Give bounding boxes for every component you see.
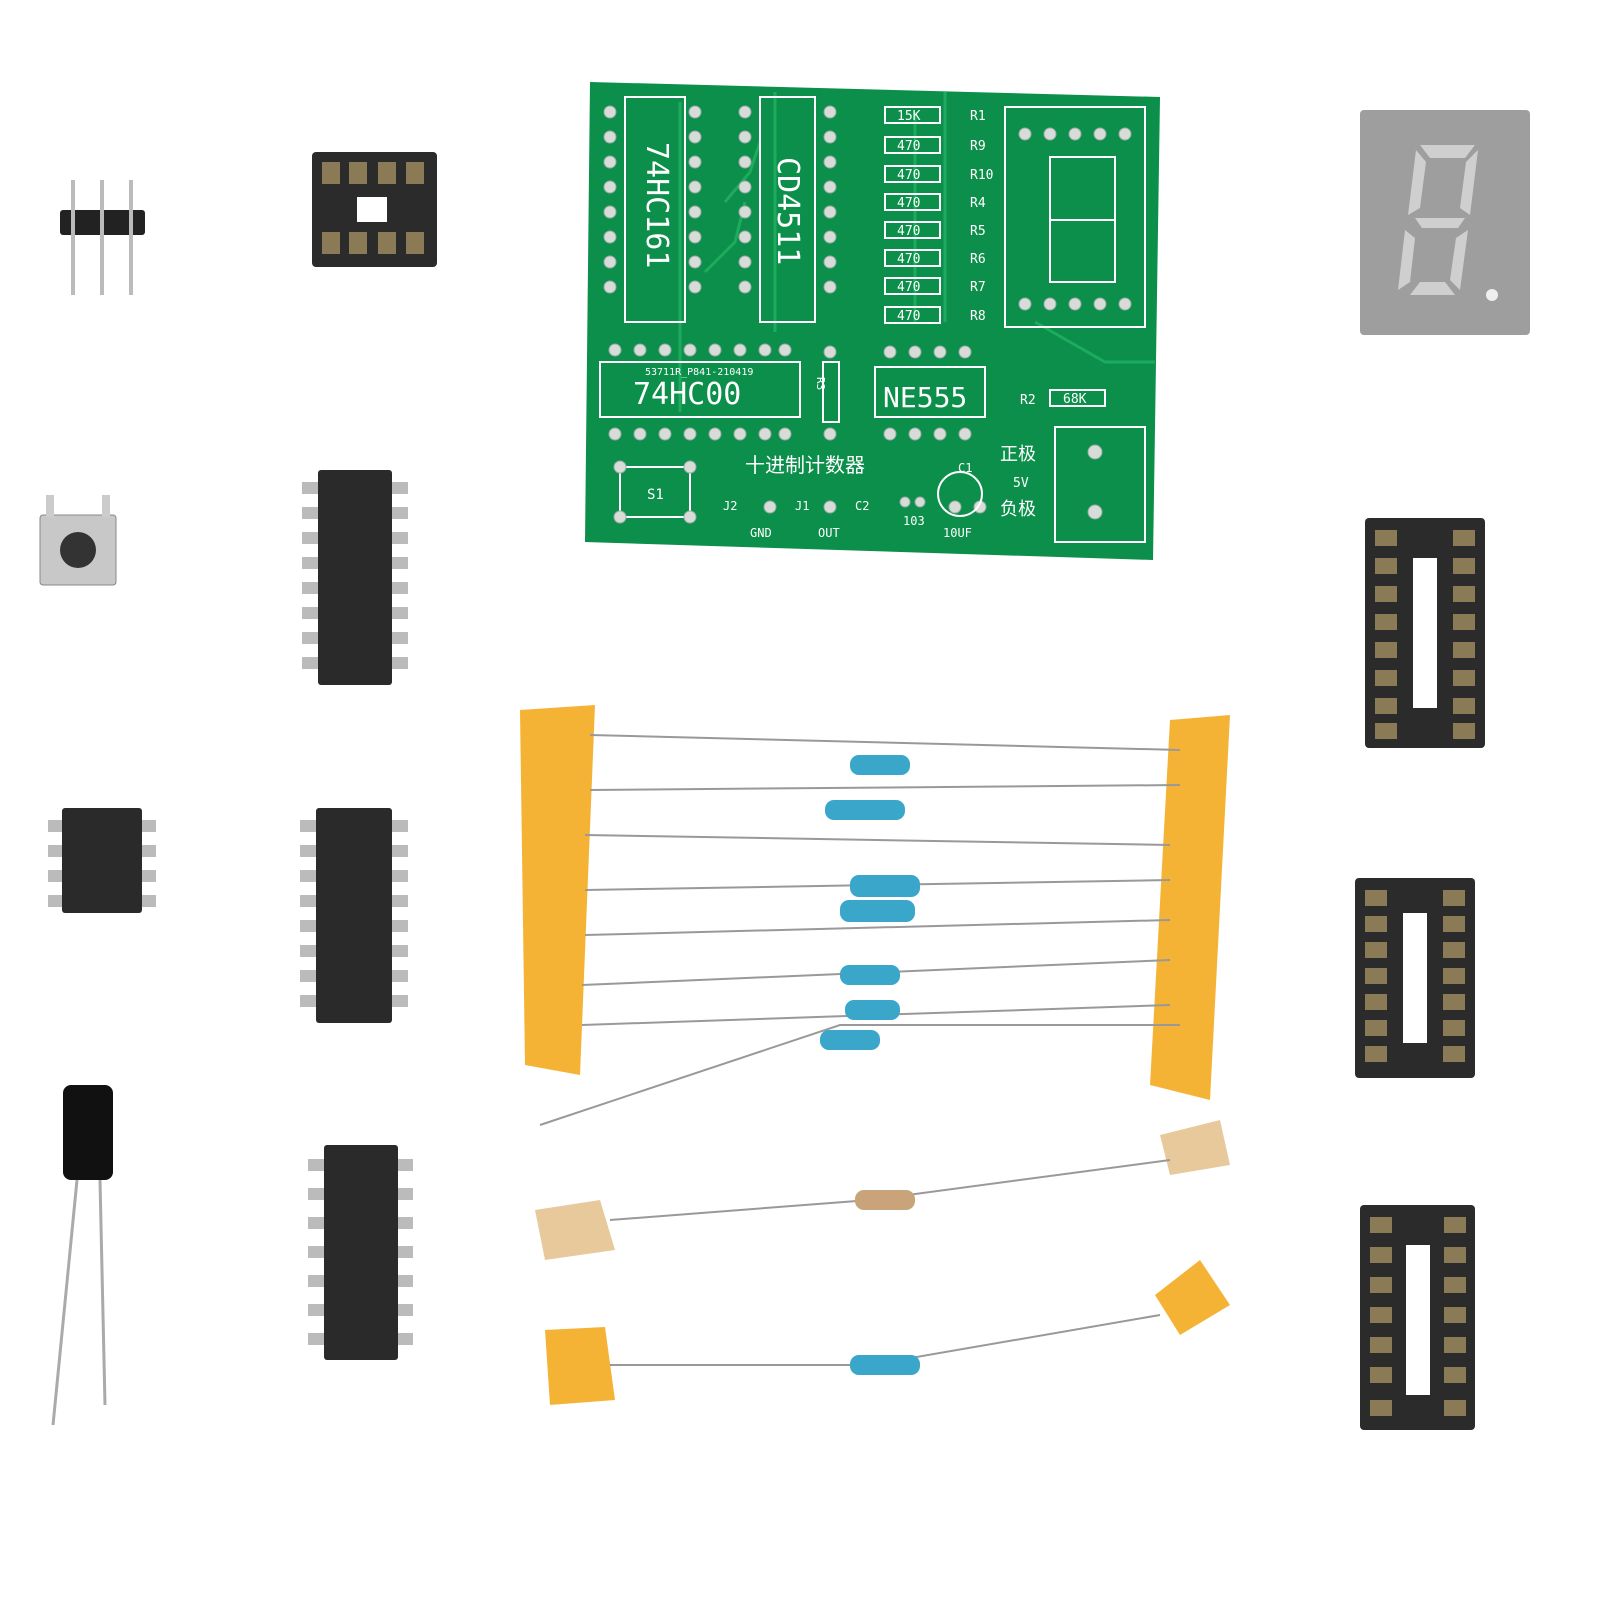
chip-label-74hc00: 74HC00 bbox=[633, 377, 741, 412]
resistor-value: 470 bbox=[897, 280, 920, 295]
ceramic-capacitor-leads bbox=[535, 1120, 1230, 1260]
chip-label-cd4511: CD4511 bbox=[770, 157, 805, 265]
seven-segment-display bbox=[1360, 110, 1530, 335]
resistor-ref: R6 bbox=[970, 252, 986, 267]
voltage-label: 5V bbox=[1013, 476, 1029, 491]
resistor-ref: R5 bbox=[970, 224, 986, 239]
resistor-ref: R1 bbox=[970, 109, 986, 124]
power-positive-label: 正极 bbox=[1000, 444, 1036, 465]
c1-value: 10UF bbox=[943, 526, 972, 540]
resistor-value: 470 bbox=[897, 309, 920, 324]
pin-header bbox=[60, 180, 145, 295]
resistor-ref: R4 bbox=[970, 196, 986, 211]
chip-label-ne555: NE555 bbox=[883, 381, 967, 414]
c1-ref: C1 bbox=[958, 461, 972, 475]
resistor-ref: R10 bbox=[970, 168, 993, 183]
resistor-value: 470 bbox=[897, 168, 920, 183]
resistor-value: 470 bbox=[897, 196, 920, 211]
power-negative-label: 负极 bbox=[1000, 499, 1036, 520]
c2-value: 103 bbox=[903, 514, 925, 528]
resistor-tape-strip bbox=[520, 705, 1230, 1126]
pcb-board: 74HC161 CD4511 74HC00 NE555 53711R_P841-… bbox=[585, 82, 1160, 560]
tact-switch bbox=[39, 495, 117, 586]
dip-ic-8 bbox=[48, 808, 156, 913]
j2-label: GND bbox=[750, 526, 772, 540]
j1-label: OUT bbox=[818, 526, 840, 540]
r2-value: 68K bbox=[1063, 392, 1087, 407]
r2-ref: R2 bbox=[1020, 393, 1036, 408]
ic-socket-8-pin bbox=[312, 152, 437, 267]
board-code: 53711R_P841-210419 bbox=[645, 367, 753, 378]
electrolytic-capacitor bbox=[51, 1085, 113, 1426]
resistor-ref: R8 bbox=[970, 309, 986, 324]
resistor-ref: R7 bbox=[970, 280, 986, 295]
ic-socket-14 bbox=[1360, 1205, 1475, 1430]
ic-socket-16-b bbox=[1355, 878, 1475, 1078]
dip-ic-14 bbox=[308, 1145, 413, 1360]
single-resistor bbox=[545, 1260, 1230, 1405]
resistor-value: 470 bbox=[897, 224, 920, 239]
j2-ref: J2 bbox=[723, 499, 737, 513]
dip-ic-16-b bbox=[300, 808, 408, 1023]
chip-label-74hc161: 74HC161 bbox=[639, 142, 674, 268]
r3-ref: R3 bbox=[814, 377, 827, 390]
resistor-value: 15K bbox=[897, 109, 921, 124]
resistor-ref: R9 bbox=[970, 139, 986, 154]
ic-socket-16-a bbox=[1365, 518, 1485, 748]
board-title: 十进制计数器 bbox=[745, 453, 865, 477]
switch-ref: S1 bbox=[647, 487, 664, 503]
resistor-value: 470 bbox=[897, 252, 920, 267]
dip-ic-16-a bbox=[302, 470, 408, 685]
c2-ref: C2 bbox=[855, 499, 869, 513]
resistor-value: 470 bbox=[897, 139, 920, 154]
j1-ref: J1 bbox=[795, 499, 809, 513]
